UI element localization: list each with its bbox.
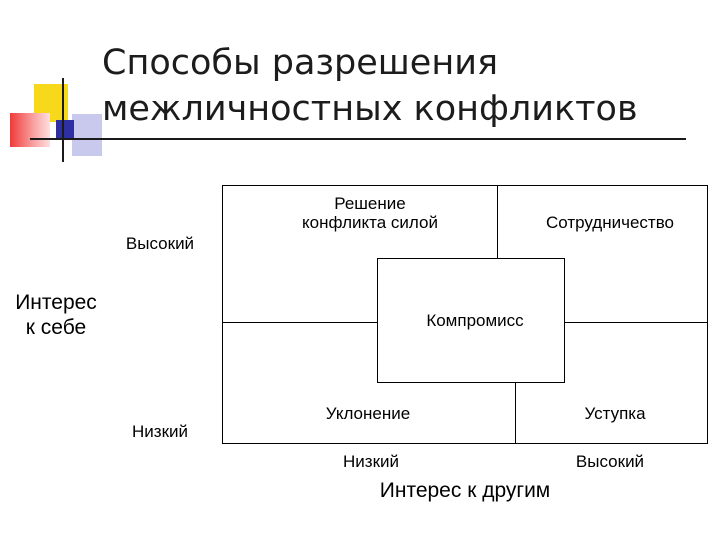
slide-title: Способы разрешения межличностных конфлик… (102, 40, 638, 132)
grid-vertical-divider-top (497, 185, 498, 258)
cell-avoidance: Уклонение (298, 404, 438, 424)
x-axis-high-label: Высокий (550, 452, 670, 472)
cell-cooperation: Сотрудничество (520, 213, 700, 233)
x-axis-title: Интерес к другим (330, 478, 600, 504)
cell-compromise: Компромисс (390, 311, 560, 331)
x-axis-low-label: Низкий (306, 452, 436, 472)
logo-blue-square (56, 120, 74, 138)
grid-vertical-divider-bottom (515, 382, 516, 444)
cell-yielding: Уступка (555, 404, 675, 424)
title-underline (30, 138, 686, 140)
logo-red-square (10, 113, 50, 147)
logo-lavender-square (72, 114, 102, 156)
title-line-1: Способы разрешения (102, 43, 498, 83)
title-line-2: межличностных конфликтов (102, 89, 638, 129)
y-axis-low-label: Низкий (100, 422, 220, 442)
y-axis-title: Интерес к себе (4, 290, 108, 340)
cell-force-resolution: Решение конфликта силой (300, 194, 440, 232)
logo-vertical-line (62, 78, 64, 162)
y-axis-high-label: Высокий (100, 234, 220, 254)
